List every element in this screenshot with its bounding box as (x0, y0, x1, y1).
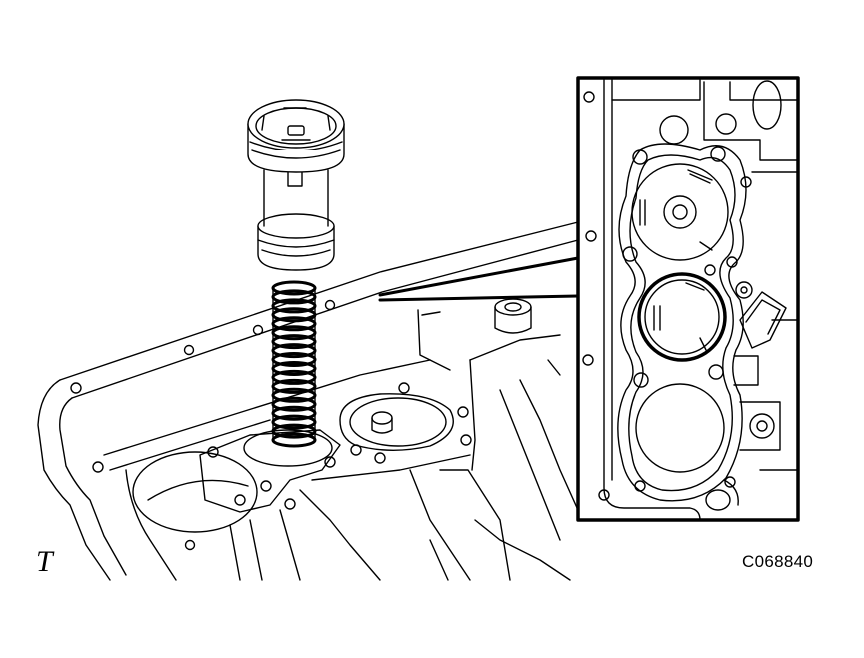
spring-coil (273, 398, 315, 410)
callout-leader (380, 258, 578, 300)
transmission-case (38, 222, 578, 580)
spring-coil (273, 425, 315, 437)
view-marker: T (36, 545, 53, 578)
spring-coil (273, 345, 315, 357)
spring-coil (273, 354, 315, 366)
spring-coil (273, 363, 315, 375)
figure-code: C068840 (742, 552, 814, 571)
detail-inset (578, 78, 798, 520)
spring-coil (273, 282, 315, 294)
spring-coil (273, 318, 315, 330)
spring-coil (273, 407, 315, 419)
valve-plug (248, 100, 344, 270)
spring-coil (273, 416, 315, 428)
spring-coil (273, 300, 315, 312)
spring-coil (273, 389, 315, 401)
spring-coil (273, 309, 315, 321)
spring-coil (273, 380, 315, 392)
spring-coil (273, 371, 315, 383)
spring-coil (273, 336, 315, 348)
spring (273, 282, 315, 446)
spring-coil (273, 291, 315, 303)
spring-coil (273, 434, 315, 446)
spring-coil (273, 327, 315, 339)
